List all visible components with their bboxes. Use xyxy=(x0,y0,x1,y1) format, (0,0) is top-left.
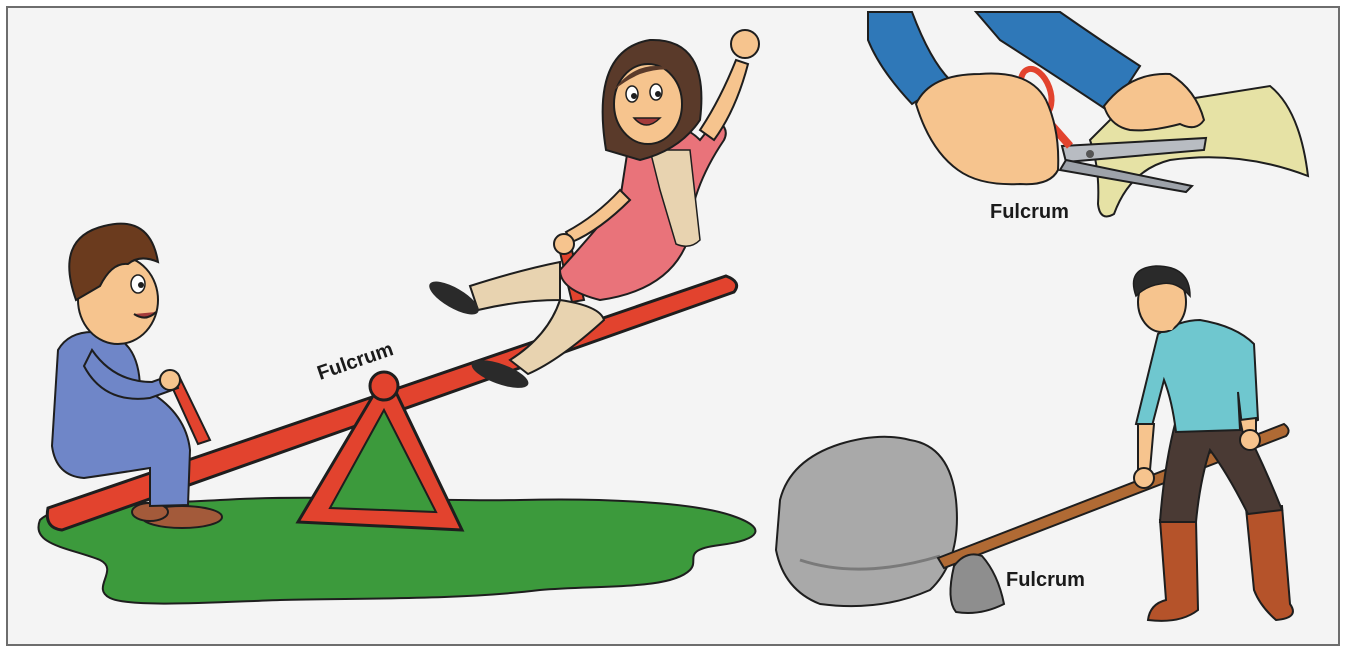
scissors-fulcrum-label: Fulcrum xyxy=(990,201,1069,223)
rock xyxy=(776,437,957,606)
lever-scene: Fulcrum xyxy=(776,266,1293,621)
scissors-scene: Fulcrum xyxy=(868,12,1308,223)
lever-fulcrum-label: Fulcrum xyxy=(1006,569,1085,591)
seesaw-scene: Fulcrum xyxy=(38,30,759,604)
left-hand xyxy=(916,74,1058,185)
lever-fulcrum-stone xyxy=(950,554,1004,613)
